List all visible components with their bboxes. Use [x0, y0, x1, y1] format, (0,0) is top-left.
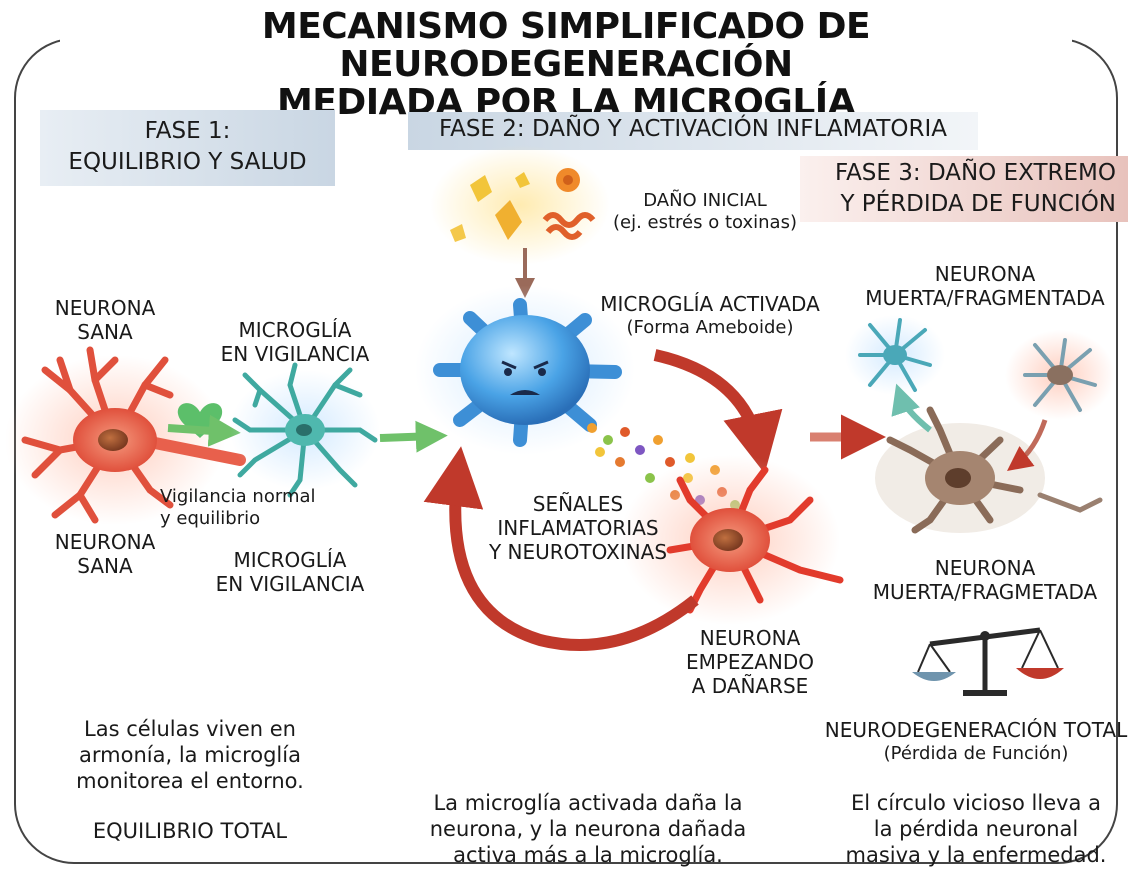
label-neuron-healthy-bottom: NEURONA SANA	[20, 530, 190, 578]
label-line: SANA	[77, 554, 133, 578]
arrow-to-teal-fragment	[891, 383, 932, 433]
label-line: MUERTA/FRAGMETADA	[872, 580, 1098, 604]
label-line: masiva y la enfermedad.	[845, 843, 1107, 867]
arrow-to-phase-2	[379, 420, 448, 453]
label-line: Las células viven en	[84, 717, 296, 741]
dead-neuron-central	[875, 406, 1103, 534]
label-line: NEURODEGENERACIÓN TOTAL	[824, 718, 1128, 742]
healthy-neuron	[5, 346, 246, 525]
phase-1-title: EQUILIBRIO Y SALUD	[68, 149, 307, 175]
label-line: EN VIGILANCIA	[220, 342, 370, 366]
phase-2-description: La microglía activada daña la neurona, y…	[408, 790, 768, 868]
label-line: la pérdida neuronal	[873, 817, 1079, 841]
label-vigilance-equilibrium: Vigilancia normal y equilibrio	[160, 486, 340, 530]
label-line: MICROGLÍA	[238, 318, 352, 342]
label-inflammatory-signals: SEÑALES INFLAMATORIAS Y NEUROTOXINAS	[478, 492, 678, 564]
label-microglia-surveillance-bottom: MICROGLÍA EN VIGILANCIA	[190, 548, 390, 596]
label-line: (Pérdida de Función)	[883, 743, 1069, 764]
arrow-from-gray-fragment	[1007, 419, 1048, 472]
label-line: MICROGLÍA	[233, 548, 347, 572]
label-line: SEÑALES	[532, 492, 624, 516]
label-dead-neuron-bottom: NEURONA MUERTA/FRAGMETADA	[840, 556, 1130, 604]
label-dead-neuron-top: NEURONA MUERTA/FRAGMENTADA	[840, 262, 1130, 310]
label-line: EMPEZANDO	[685, 650, 815, 674]
label-line: La microglía activada daña la	[433, 791, 743, 815]
dead-neuron-fragment-teal	[845, 315, 945, 395]
title-line-1: MECANISMO SIMPLIFICADO DE NEURODEGENERAC…	[261, 6, 871, 85]
label-line: El círculo vicioso lleva a	[851, 791, 1101, 815]
label-line: monitorea el entorno.	[76, 769, 304, 793]
label-initial-damage: DAÑO INICIAL (ej. estrés o toxinas)	[600, 190, 810, 234]
label-line: neurona, y la neurona dañada	[429, 817, 747, 841]
label-line: INFLAMATORIAS	[497, 516, 659, 540]
phase-1-summary: EQUILIBRIO TOTAL	[92, 819, 288, 843]
arrow-vicious-cycle	[423, 446, 699, 651]
label-total-neurodegeneration: NEURODEGENERACIÓN TOTAL (Pérdida de Func…	[820, 718, 1132, 766]
label-line: MUERTA/FRAGMENTADA	[865, 286, 1105, 310]
phase-3-description: El círculo vicioso lleva a la pérdida ne…	[820, 790, 1132, 868]
phase-3-title-line-1: FASE 3: DAÑO EXTREMO	[834, 160, 1116, 186]
label-line: Y NEUROTOXINAS	[488, 540, 668, 564]
phase-1-description: Las células viven en armonía, la microgl…	[40, 716, 340, 794]
label-line: armonía, la microglía	[79, 743, 301, 767]
balance-scale-icon	[912, 627, 1064, 696]
phase-3-title-line-2: Y PÉRDIDA DE FUNCIÓN	[840, 191, 1116, 217]
activated-microglia	[415, 285, 635, 455]
phase-1-label: FASE 1:	[144, 118, 231, 144]
page-title: MECANISMO SIMPLIFICADO DE NEURODEGENERAC…	[60, 2, 1072, 126]
label-line: MICROGLÍA ACTIVADA	[600, 292, 820, 316]
label-line: NEURONA	[934, 556, 1036, 580]
label-line: (Forma Ameboide)	[626, 317, 794, 338]
label-line: DAÑO INICIAL	[643, 190, 767, 211]
label-damaged-neuron: NEURONA EMPEZANDO A DAÑARSE	[660, 626, 840, 698]
damaged-neuron	[620, 455, 844, 625]
toxins-cluster	[430, 145, 610, 265]
dead-neuron-fragment-gray	[1005, 330, 1115, 420]
label-neuron-healthy-top: NEURONA SANA	[20, 296, 190, 344]
label-line: SANA	[77, 320, 133, 344]
label-line: (ej. estrés o toxinas)	[613, 212, 797, 233]
label-line: A DAÑARSE	[691, 674, 809, 698]
label-activated-microglia: MICROGLÍA ACTIVADA (Forma Ameboide)	[590, 292, 830, 340]
label-line: EN VIGILANCIA	[215, 572, 365, 596]
label-line: NEURONA	[54, 530, 156, 554]
arrow-microglia-to-neuron	[653, 349, 783, 474]
label-microglia-surveillance-top: MICROGLÍA EN VIGILANCIA	[200, 318, 390, 366]
label-line: NEURONA	[934, 262, 1036, 286]
phase-2-title: FASE 2: DAÑO Y ACTIVACIÓN INFLAMATORIA	[438, 116, 948, 142]
surveillance-microglia	[230, 362, 380, 498]
arrow-neuron-to-microglia	[167, 414, 241, 447]
label-line: y equilibrio	[160, 508, 261, 529]
label-line: NEURONA	[699, 626, 801, 650]
label-line: Vigilancia normal	[160, 486, 316, 507]
heart-icon	[177, 403, 223, 438]
phase-2-banner: FASE 2: DAÑO Y ACTIVACIÓN INFLAMATORIA	[408, 112, 978, 150]
label-line: NEURONA	[54, 296, 156, 320]
phase-3-banner: FASE 3: DAÑO EXTREMO Y PÉRDIDA DE FUNCIÓ…	[800, 156, 1128, 222]
phase-1-banner: FASE 1: EQUILIBRIO Y SALUD	[40, 110, 335, 186]
label-line: activa más a la microglía.	[453, 843, 723, 867]
